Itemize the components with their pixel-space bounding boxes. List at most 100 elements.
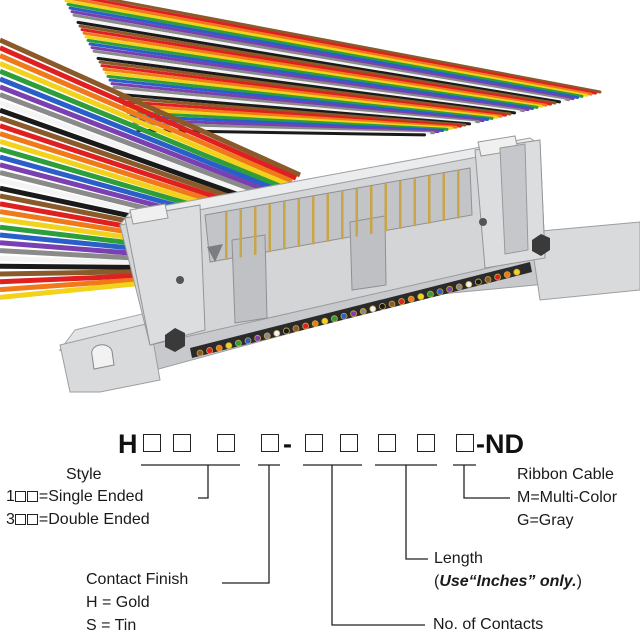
contact-pin	[268, 204, 271, 253]
gold-contact-pins	[225, 170, 460, 260]
wire-dot	[321, 317, 329, 325]
wire-dot	[398, 298, 406, 305]
length-note-close: )	[576, 573, 582, 590]
style-double-ended: 3=Double Ended	[6, 509, 150, 531]
contact-pin	[442, 173, 445, 221]
ribbon-wire	[72, 13, 570, 102]
style-title: Style	[66, 466, 102, 483]
ribbon-cable-lower	[0, 37, 302, 300]
contact-pin	[283, 201, 286, 250]
length-note-open: (	[434, 573, 440, 590]
ribbon-wire	[0, 68, 285, 191]
ribbon-wire	[68, 6, 579, 99]
style-double-prefix: 3	[6, 511, 15, 528]
style-box-1	[143, 434, 161, 452]
wire-dot	[503, 271, 511, 279]
wire-dot	[426, 290, 434, 298]
length-note: (Use“Inches” only.)	[434, 571, 582, 593]
wire-dot	[359, 307, 367, 315]
wire-dot	[436, 288, 444, 296]
wire-dot	[446, 285, 454, 293]
mini-box	[26, 514, 38, 525]
style-box-2	[173, 434, 191, 452]
contact-pin	[370, 186, 373, 234]
style-single-prefix: 1	[6, 488, 15, 505]
contact-pin	[297, 199, 300, 247]
contact-pin	[254, 206, 257, 255]
ribbon-wire	[118, 96, 467, 127]
ribbon-wire	[106, 74, 494, 120]
contact-pin	[457, 170, 460, 219]
ribbon-wire	[100, 64, 507, 117]
wire-dot	[311, 320, 319, 328]
length-note-text: Use“Inches” only.	[439, 573, 577, 590]
ribbon-wire	[124, 107, 453, 130]
connector-illustration	[0, 0, 640, 393]
contact-finish-box	[261, 434, 279, 452]
part-number-dash: -	[283, 429, 292, 459]
ribbon-wire	[82, 31, 548, 107]
wire-dot	[455, 283, 463, 291]
contact-pin	[225, 212, 228, 260]
wire-dot	[282, 327, 290, 335]
wire-dot	[465, 280, 473, 288]
ribbon-wire	[114, 89, 476, 125]
ribbon-wire	[0, 84, 277, 197]
ribbon-type-box	[456, 434, 474, 452]
wire-dot	[234, 339, 242, 347]
ribbon-wire	[0, 107, 265, 207]
contacts-title: No. of Contacts	[433, 616, 544, 633]
ribbon-wire	[104, 71, 498, 119]
mini-box	[26, 491, 38, 502]
part-number-suffix: -ND	[476, 429, 524, 459]
ribbon-gray: G=Gray	[517, 512, 574, 529]
wire-dot	[494, 273, 502, 281]
ribbon-wire	[70, 10, 575, 101]
style-single-text: =Single Ended	[38, 488, 144, 505]
ribbon-wire	[92, 49, 525, 113]
wire-dot	[215, 344, 223, 352]
contact-pin	[326, 193, 329, 242]
wire-dot	[254, 334, 262, 342]
ribbon-wire	[94, 53, 521, 114]
ribbon-wire	[86, 38, 539, 109]
ribbon-wire	[88, 42, 534, 110]
ribbon-wire	[108, 78, 489, 121]
wire-dot	[369, 305, 377, 313]
ribbon-wire	[84, 35, 543, 108]
ribbon-wire	[0, 92, 273, 200]
length-title: Length	[434, 550, 483, 567]
ribbon-wire	[128, 114, 444, 132]
contact-pin	[428, 175, 431, 224]
contacts-box-2	[340, 434, 358, 452]
contact-pin	[312, 196, 315, 245]
wire-dot	[206, 347, 214, 354]
mini-box	[14, 491, 26, 502]
wire-dot	[378, 303, 386, 310]
ribbon-wire	[0, 115, 261, 210]
ribbon-wire	[126, 110, 449, 131]
contact-pin	[355, 188, 358, 237]
wire-dot	[225, 342, 233, 350]
contact-pin	[399, 180, 402, 229]
mini-box	[14, 514, 26, 525]
ribbon-wire	[98, 60, 512, 116]
contact-finish-gold: H = Gold	[86, 594, 150, 611]
ribbon-wire	[96, 56, 516, 115]
wire-dot	[340, 312, 348, 320]
ribbon-multi-color: M=Multi-Color	[517, 489, 618, 506]
ribbon-wire	[64, 0, 588, 97]
wire-dot	[196, 349, 204, 357]
wire-dot	[513, 268, 521, 276]
ribbon-wire	[122, 103, 458, 129]
wire-dot	[484, 276, 492, 283]
wire-dot	[407, 295, 415, 303]
wire-dot	[350, 310, 358, 318]
wire-dot	[292, 325, 300, 332]
ribbon-wire	[0, 37, 302, 178]
wire-dot	[273, 329, 281, 337]
wire-dot	[330, 315, 338, 323]
ribbon-wire	[0, 61, 289, 187]
wire-dot	[244, 337, 252, 345]
